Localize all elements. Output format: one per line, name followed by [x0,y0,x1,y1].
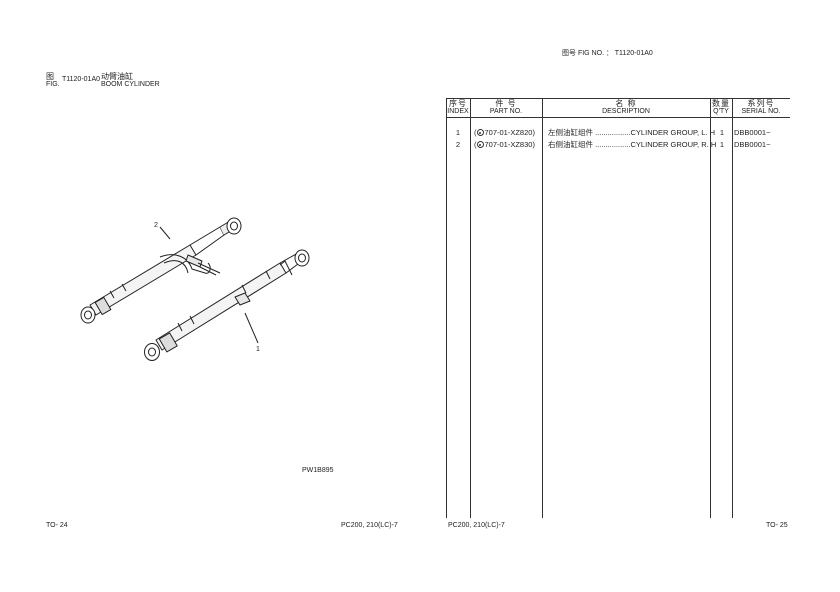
table-row: 2 (707-01-XZ830) 右侧油缸组件 ................… [455,140,771,149]
fig-number: T1120-01A0 [62,76,101,83]
col-description-header: 名 称 DESCRIPTION [602,99,650,115]
fig-number-header: 图号 FIG NO. ： T1120-01A0 [562,50,653,58]
model-right: PC200, 210(LC)-7 [448,522,505,529]
illustration-code: PW1B895 [302,467,334,474]
fig-label-cjk: 图 [46,72,54,81]
fig-label-en: FIG. [46,81,60,88]
page-number-left: TO- 24 [46,522,68,529]
figure-title-cjk: 动臂油缸 [101,72,133,81]
fig-number-header-value: T1120-01A0 [614,50,653,57]
model-left: PC200, 210(LC)-7 [341,522,398,529]
callout-1: 1 [256,346,260,353]
callout-1-leader [244,312,259,344]
col-part-header: 件 号 PART NO. [489,99,523,115]
cylinder-2-drawing [80,217,242,324]
fig-number-header-cjk: 图号 [562,50,576,57]
col-qty-header: 数量 Q'TY [712,99,730,115]
page-number-right: TO- 25 [766,522,788,529]
callout-2-leader [159,226,171,240]
target-mark-icon [476,141,484,148]
parts-table: 序号 INDEX 件 号 PART NO. 名 称 DESCRIPTION 数量… [446,98,790,518]
target-mark-icon [476,129,484,136]
col-serial-header: 系列号 SERIAL NO. [741,99,781,115]
table-row: 1 (707-01-XZ820) 左侧油缸组件 ................… [455,128,771,137]
cylinder-1-drawing [144,249,310,361]
callout-2: 2 [154,222,158,229]
fig-number-header-en: FIG NO. ： [577,50,613,57]
boom-cylinder-illustration: 2 1 [80,217,310,361]
col-index-header: 序号 INDEX [447,99,469,115]
figure-title: BOOM CYLINDER [101,81,160,88]
